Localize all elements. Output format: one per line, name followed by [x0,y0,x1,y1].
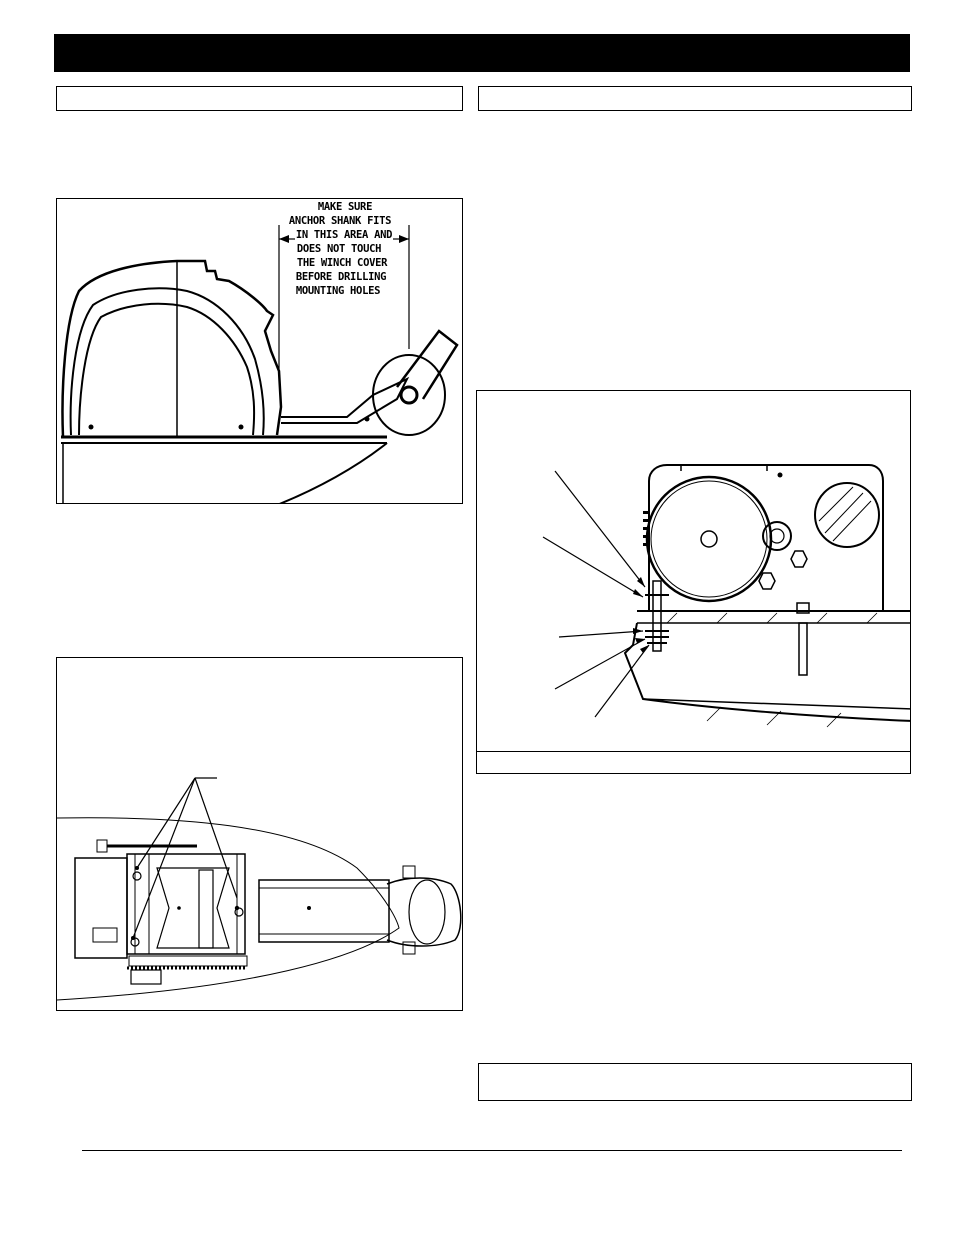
callout-line-1: MAKE SURE [318,201,372,213]
figure-top-view-mounting-holes [56,657,463,1011]
header-bar [54,34,910,72]
right-section-heading [478,86,912,111]
footer-rule [82,1150,902,1151]
callout-line-6: BEFORE DRILLING [296,271,386,283]
callout-line-2: ANCHOR SHANK FITS [289,215,391,227]
winch-cover-drawing: MAKE SURE ANCHOR SHANK FITS IN THIS AREA… [61,201,459,503]
callout-line-3: IN THIS AREA AND [296,229,392,241]
note-box [478,1063,912,1101]
callout-line-4: DOES NOT TOUCH [297,243,381,255]
left-section-heading [56,86,463,111]
figure-anchor-shank-clearance: MAKE SURE ANCHOR SHANK FITS IN THIS AREA… [56,198,463,504]
bolt-section-drawing [542,464,910,728]
callout-line-7: MOUNTING HOLES [296,285,380,297]
figure-caption-box [476,751,911,774]
callout-line-5: THE WINCH COVER [297,257,388,269]
winch-top-view-drawing [57,777,462,1001]
figure-bolt-section [476,390,911,752]
